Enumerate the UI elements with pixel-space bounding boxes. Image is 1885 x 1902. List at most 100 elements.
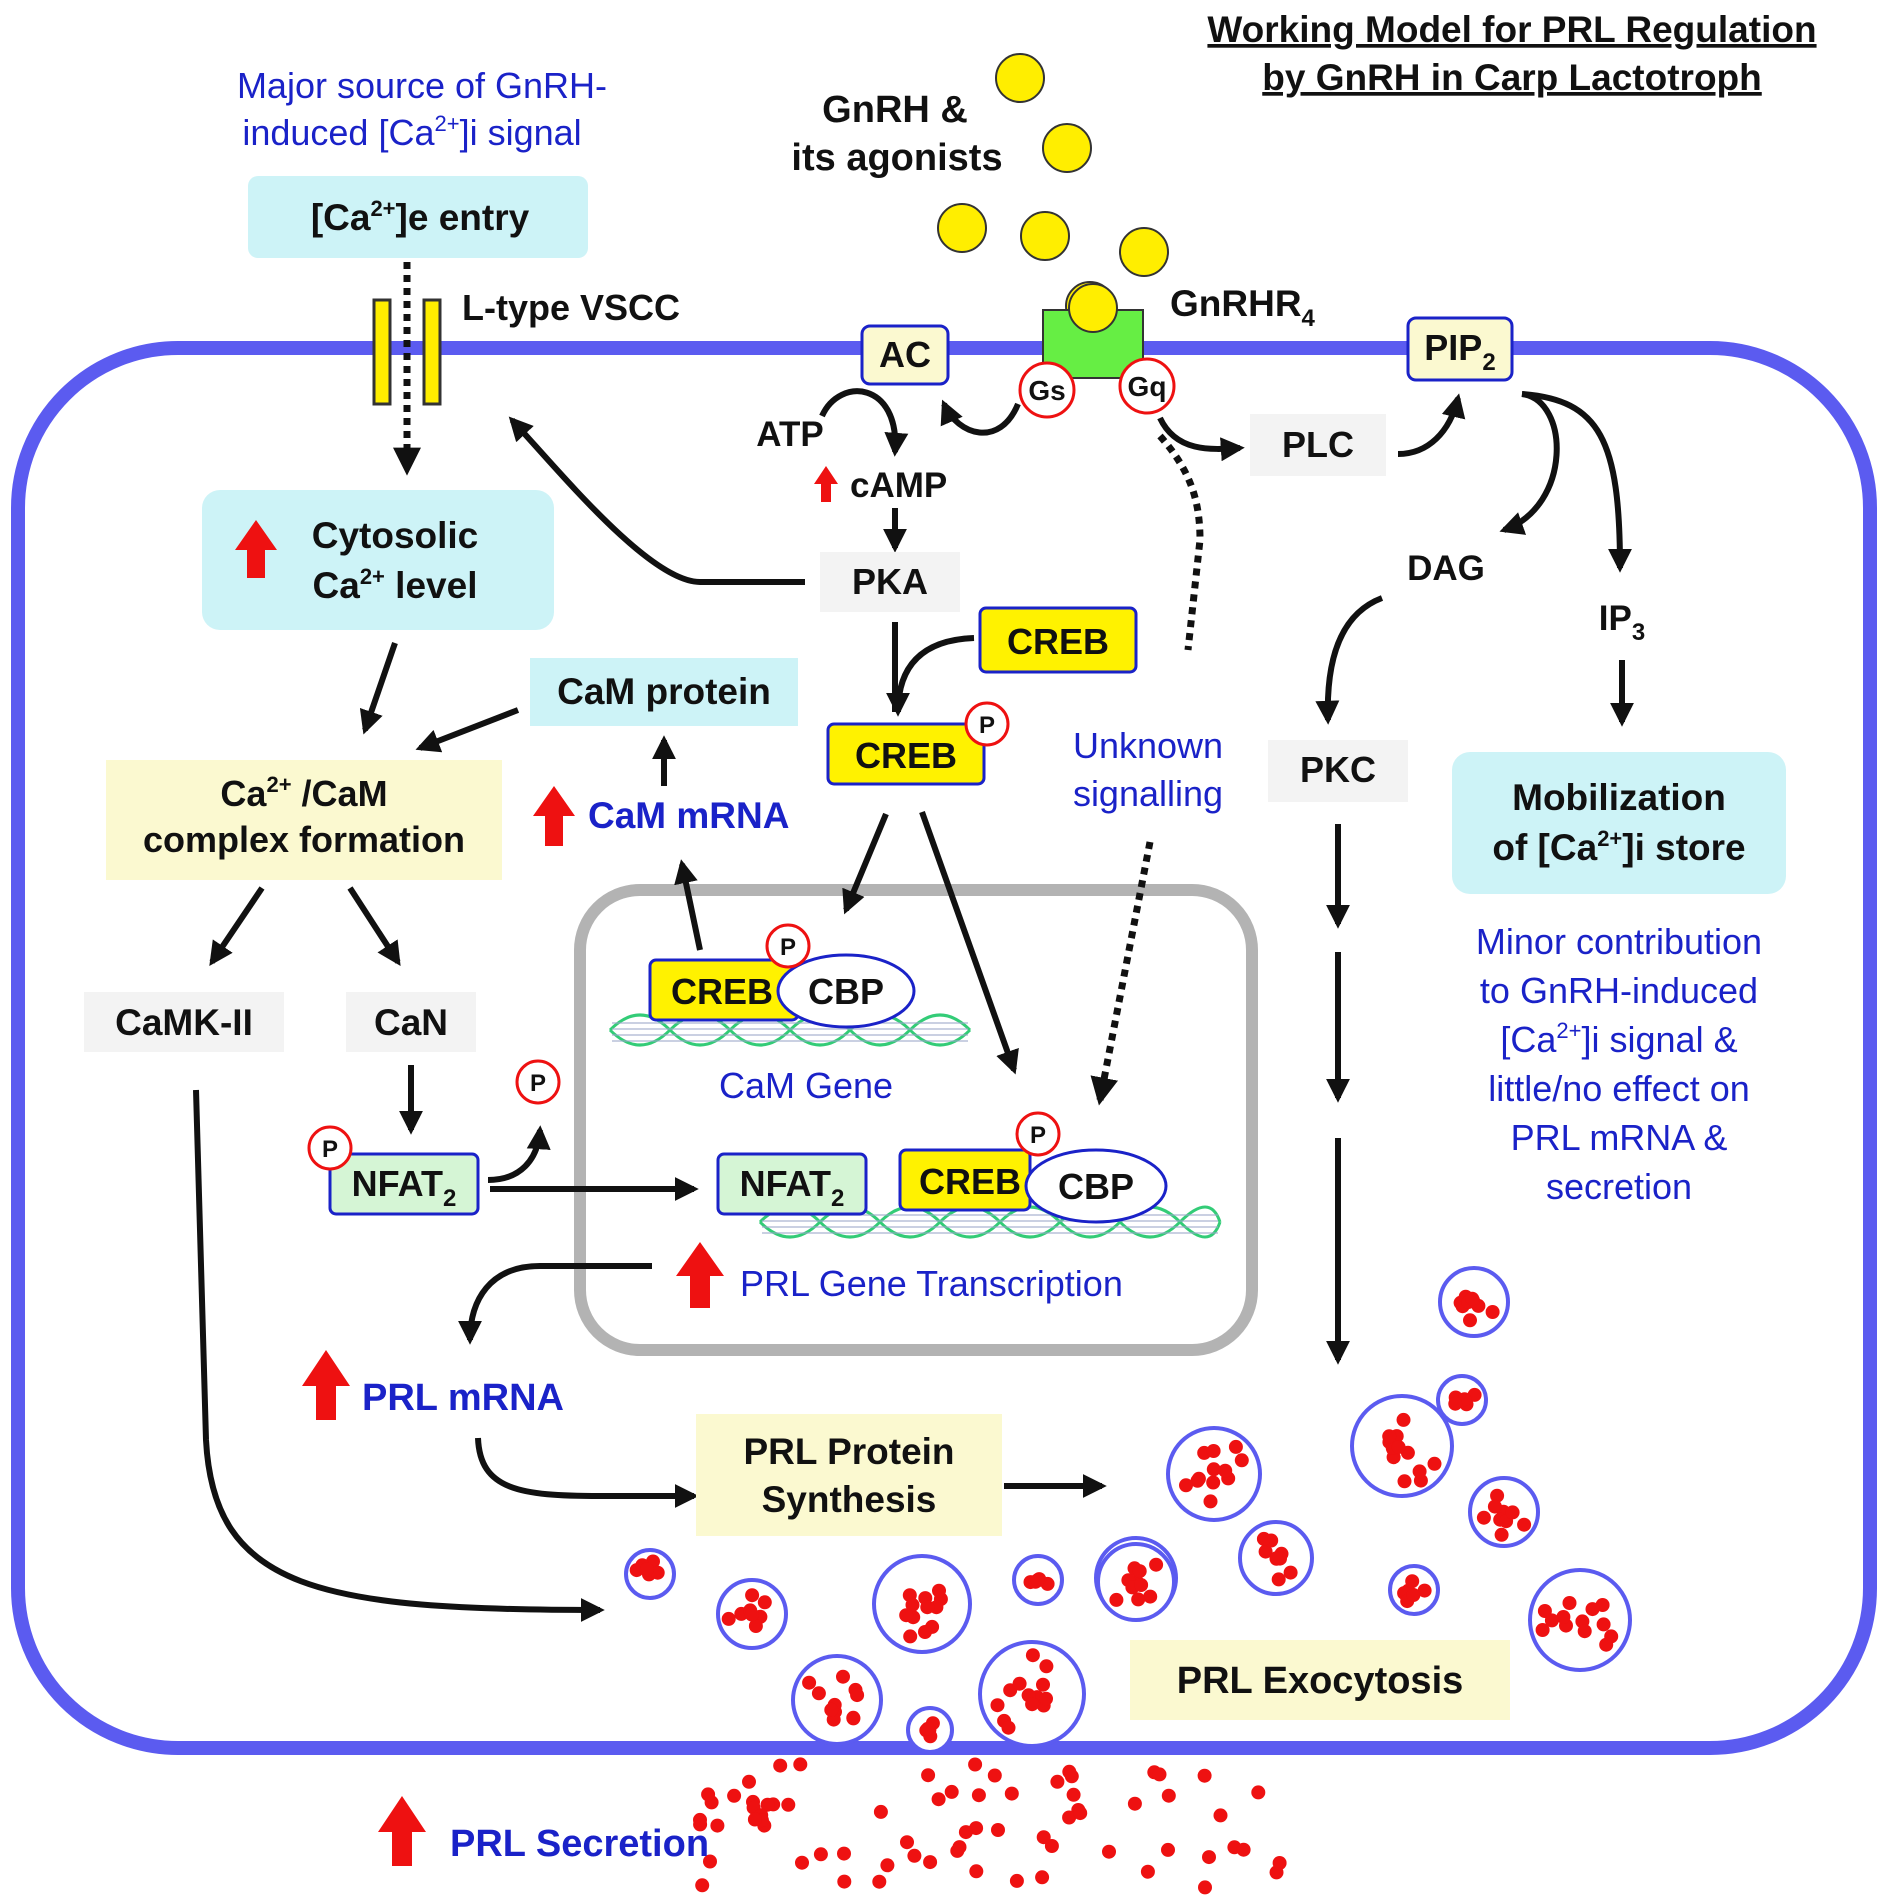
- granule-prl-dot: [745, 1588, 760, 1603]
- l-type-vscc-channel: [372, 298, 442, 406]
- secretory-granules: [624, 1266, 1632, 1754]
- arrow-mrna-to-synthesis: [475, 1437, 699, 1508]
- granule-prl-dot: [1517, 1517, 1532, 1532]
- arrow-atp-to-camp: [819, 388, 909, 457]
- gnrh-label-line1: GnRH &: [822, 89, 968, 131]
- calcium-entry-box: [248, 176, 588, 258]
- secreted-prl-dot: [968, 1757, 983, 1772]
- secreted-prl-dot: [1197, 1768, 1212, 1783]
- secreted-prl-dot: [1161, 1842, 1175, 1857]
- granule-prl-dot: [1131, 1592, 1146, 1607]
- nfat-nuclear-box: [716, 1152, 868, 1216]
- gnrh-label-line2: its agonists: [791, 137, 1002, 179]
- gnrh-bound-ligand: [1068, 283, 1118, 333]
- prl-synthesis-line2: Synthesis: [762, 1479, 937, 1520]
- granule-prl-dot: [1417, 1583, 1432, 1598]
- gnrh-ligand-dots: [937, 53, 1169, 331]
- granule-prl-dot: [1012, 1676, 1027, 1691]
- granule-prl-dot: [1465, 1291, 1480, 1306]
- secreted-prl-dot: [923, 1855, 938, 1870]
- can-label: CaN: [374, 1002, 448, 1043]
- prl-transcription-label: PRL Gene Transcription: [740, 1263, 1123, 1304]
- nucleus: [574, 884, 1258, 1356]
- major-source-note-line1: Major source of GnRH-: [237, 65, 607, 106]
- unknown-signal-dotted-line-lower: [1090, 841, 1154, 1106]
- minor-note-line5: PRL mRNA &: [1511, 1117, 1728, 1158]
- arrow-crebp-to-camgene: [842, 812, 889, 915]
- secreted-prl-dot: [921, 1768, 936, 1783]
- arrow-pip2-to-ip3: [1521, 391, 1632, 573]
- secreted-prl-dot: [695, 1878, 710, 1893]
- granule-prl-dot: [990, 1698, 1005, 1713]
- granule-prl-dot: [811, 1686, 826, 1701]
- arrow-gs-to-ac: [940, 399, 1021, 436]
- secreted-prl-dot: [837, 1874, 852, 1889]
- creb-phospho-group: [964, 701, 1010, 747]
- arrow-camgene-to-cammrna: [674, 859, 703, 951]
- arrow-camk-to-exocytosis: [193, 1089, 605, 1622]
- nfat-cytosolic-box: [328, 1152, 480, 1216]
- diagram-title-line2: by GnRH in Carp Lactotroph: [1262, 57, 1762, 98]
- secreted-prl-dot: [987, 1768, 1002, 1783]
- granule-prl-dot: [1577, 1624, 1592, 1639]
- pip2-box: [1406, 316, 1514, 382]
- released-phospho-label: P: [530, 1070, 546, 1097]
- secreted-prl-dots: [693, 1757, 1287, 1895]
- pkc-box: [1268, 740, 1408, 802]
- secreted-prl-dot: [1050, 1774, 1065, 1789]
- secreted-prl-dot: [1009, 1873, 1024, 1888]
- secreted-prl-dot: [1127, 1796, 1142, 1811]
- plc-box: [1250, 414, 1386, 476]
- secreted-prl-dot: [950, 1843, 965, 1858]
- secreted-prl-dot: [1236, 1842, 1251, 1857]
- granule-prl-dot: [1585, 1602, 1600, 1617]
- granule-prl-dot: [836, 1669, 850, 1684]
- secreted-prl-dot: [991, 1823, 1005, 1837]
- arrow-plc-to-pip2: [1397, 393, 1466, 457]
- granule-prl-dot: [1405, 1574, 1420, 1589]
- cam-gene-dna: [608, 1013, 972, 1047]
- secreted-prl-dot: [837, 1846, 851, 1861]
- secreted-prl-dot: [1044, 1839, 1059, 1853]
- granule-prl-dot: [1505, 1505, 1520, 1520]
- granule-prl-dot: [1206, 1444, 1221, 1458]
- secreted-prl-dot: [701, 1787, 716, 1802]
- secreted-prl-dot: [1202, 1850, 1216, 1865]
- minor-note-line3: [Ca2+]i signal &: [1500, 1018, 1737, 1060]
- arrow-pka-to-vscc: [508, 416, 805, 585]
- granule-prl-dot: [1535, 1623, 1550, 1637]
- secreted-prl-dot: [1035, 1870, 1050, 1885]
- secreted-prl-dot: [1062, 1810, 1077, 1825]
- secreted-prl-dot: [1251, 1785, 1266, 1800]
- secreted-prl-dot: [710, 1818, 725, 1833]
- secreted-prl-dot: [773, 1758, 788, 1773]
- granule-prl-dot: [1476, 1510, 1491, 1525]
- store-mobilization-line2: of [Ca2+]i store: [1492, 826, 1745, 868]
- secreted-prl-dot: [742, 1774, 756, 1789]
- prl-synthesis-line1: PRL Protein: [743, 1431, 954, 1472]
- granule-prl-dot: [1030, 1573, 1045, 1588]
- secreted-prl-dot: [900, 1835, 914, 1850]
- granule-prl-dot: [1256, 1531, 1271, 1546]
- granule-prl-dot: [1463, 1313, 1477, 1328]
- granule-prl-dot: [1143, 1589, 1158, 1604]
- prl-exocytosis-label: PRL Exocytosis: [1177, 1660, 1464, 1702]
- atp-label: ATP: [756, 415, 823, 454]
- arrow-creb-join: [886, 635, 975, 717]
- granule-prl-dot: [1132, 1564, 1147, 1579]
- cytosolic-ca-line2: Ca2+ level: [313, 564, 478, 606]
- receptor-label: GnRHR4: [1170, 283, 1316, 332]
- major-source-note-line2: induced [Ca2+]i signal: [242, 111, 581, 153]
- granule-prl-dot: [824, 1702, 839, 1717]
- creb-prl-phospho-p: P: [1030, 1122, 1046, 1149]
- unknown-signalling-line1: Unknown: [1073, 725, 1223, 766]
- cbp-cam-gene-label: CBP: [808, 971, 884, 1012]
- cam-mrna-label: CaM mRNA: [588, 795, 789, 836]
- camp-label: cAMP: [850, 466, 947, 505]
- cam-protein-box: [530, 658, 798, 726]
- granule-prl-dot: [1271, 1572, 1286, 1587]
- cbp-prl-gene: [1024, 1148, 1168, 1224]
- secreted-prl-dot: [880, 1858, 895, 1873]
- calcium-entry-label: [Ca2+]e entry: [311, 196, 530, 238]
- granule-prl-dot: [1025, 1697, 1040, 1712]
